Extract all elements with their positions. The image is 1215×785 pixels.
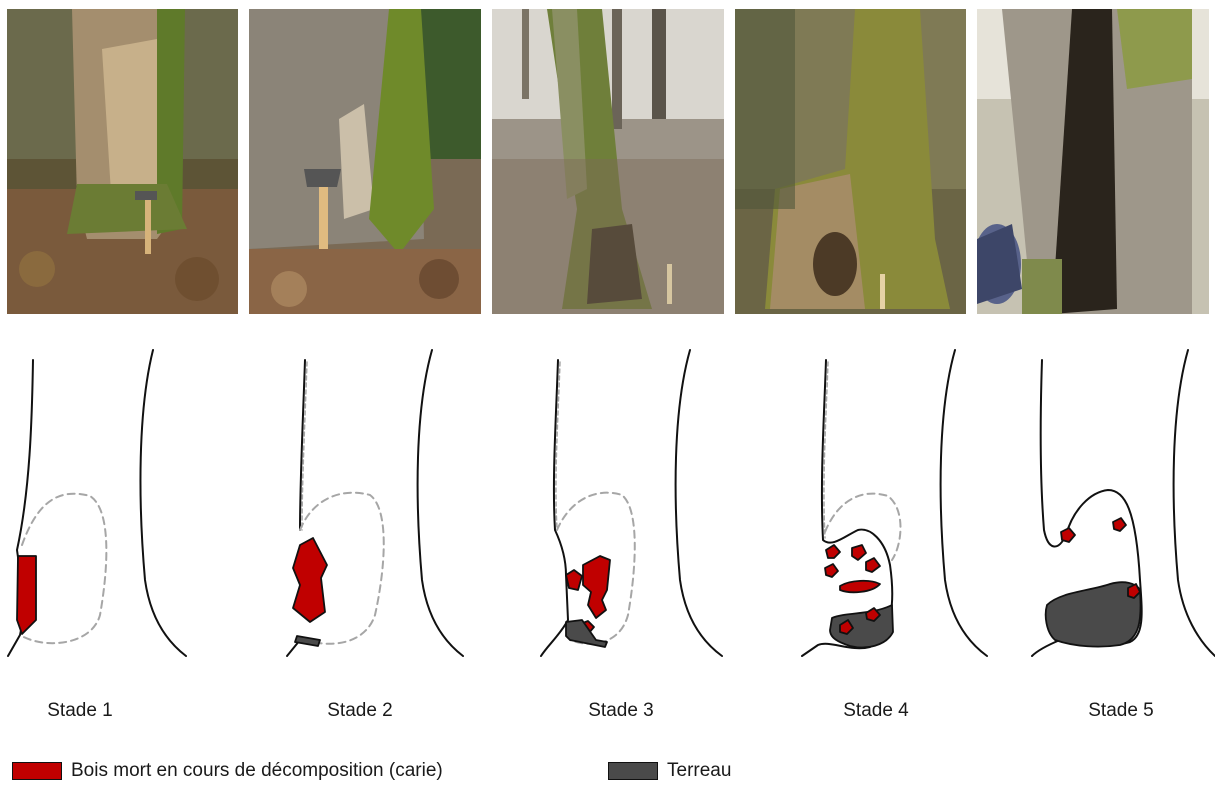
stage-2-terreau [295,636,320,646]
legend-swatch-terreau [608,762,658,780]
stage-2-dead-wood [293,538,327,622]
legend-swatch-dead-wood [12,762,62,780]
stage-3-label: Stade 3 [551,700,691,722]
legend-label-terreau: Terreau [667,760,731,782]
stage-4-dead-wood-1 [826,545,840,558]
stage-5-dead-wood-1 [1061,528,1075,542]
legend-item-dead-wood: Bois mort en cours de décomposition (car… [12,760,443,782]
stage-3-dead-wood-large [583,556,610,618]
stage-3-diagram [541,350,722,656]
stage-4-dead-wood-2 [852,545,866,560]
stage-4-dead-wood-3 [866,558,880,572]
stage-2-tree-right-outline [418,350,463,656]
stage-5-label: Stade 5 [1051,700,1191,722]
stage-3-tree-right-outline [676,350,722,656]
stage-4-dead-wood-4 [825,564,838,577]
photo-stade-5 [977,9,1209,314]
stage-3-tree-left-outline [541,360,568,656]
stage-4-dead-wood-elongated [840,581,880,592]
stage-4-label: Stade 4 [806,700,946,722]
photo-stade-2 [249,9,481,314]
legend-item-terreau: Terreau [608,760,731,782]
stage-1-label: Stade 1 [10,700,150,722]
stage-5-terreau [1046,582,1141,646]
stage-5-diagram [1032,350,1215,656]
photo-stade-4 [735,9,966,314]
legend-label-dead-wood: Bois mort en cours de décomposition (car… [71,760,443,782]
stage-5-tree-right-outline [1174,350,1215,656]
stage-1-diagram [8,350,186,656]
stage-2-diagram [287,350,463,656]
photo-stade-3 [492,9,724,314]
stage-2-label: Stade 2 [290,700,430,722]
stage-1-tree-right-outline [140,350,186,656]
decay-stage-diagrams [0,340,1215,670]
photo-stade-1 [7,9,238,314]
stage-1-dead-wood [17,556,36,634]
stage-4-tree-right-outline [941,350,987,656]
stage-4-diagram [802,350,987,656]
stage-5-dead-wood-2 [1113,518,1126,531]
stage-3-dead-wood-left [566,570,582,590]
